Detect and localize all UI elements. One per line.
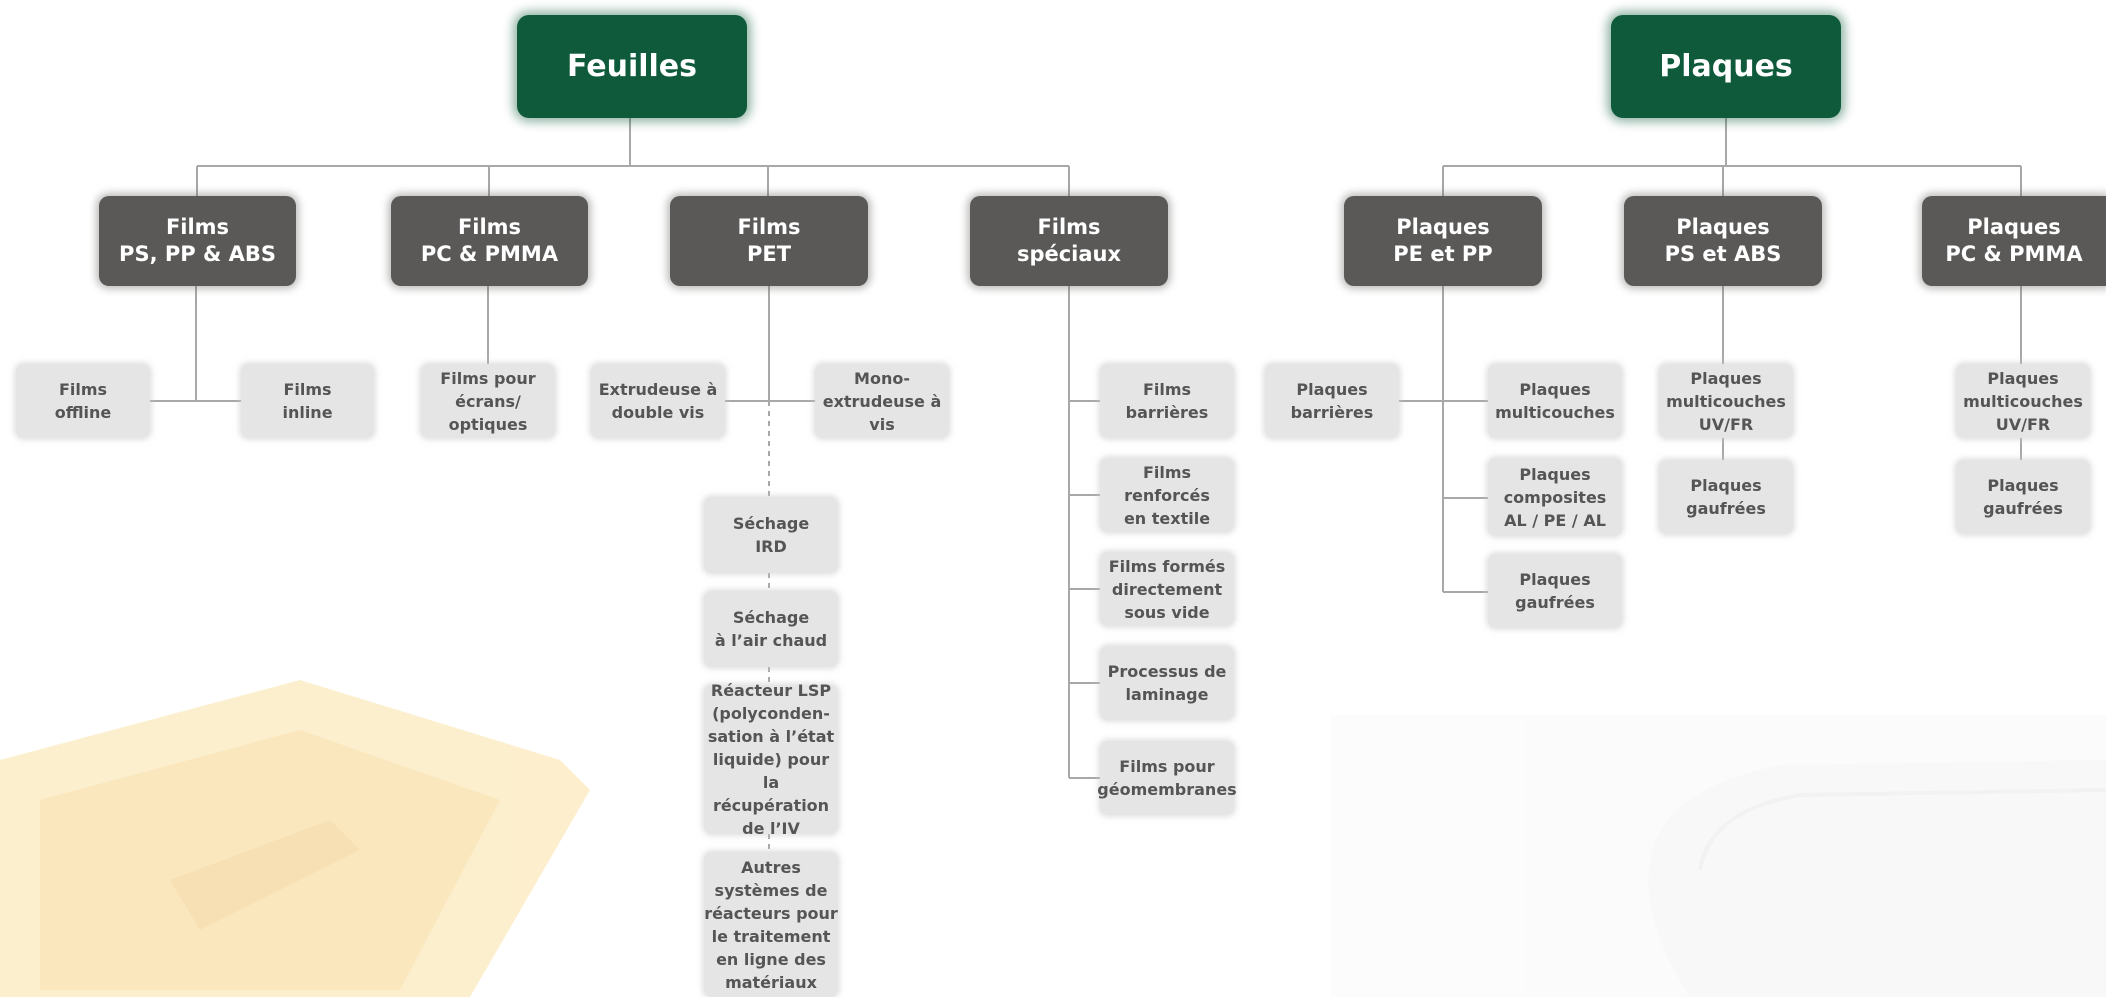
films-offline-node: Films offline xyxy=(16,364,150,438)
films-ecrans-optiques-node: Films pour écrans/ optiques xyxy=(421,364,555,438)
clear-container-image xyxy=(1330,715,2106,997)
processus-laminage-node: Processus de laminage xyxy=(1100,646,1234,720)
films-pet-node: Films PET xyxy=(670,196,868,286)
reacteur-lsp-node: Réacteur LSP (polyconden- sation à l’éta… xyxy=(704,681,838,838)
sechage-ird-node: Séchage IRD xyxy=(704,497,838,573)
films-inline-node: Films inline xyxy=(241,364,374,438)
plaques-pe-pp-node: Plaques PE et PP xyxy=(1344,196,1542,286)
plaques-root-node: Plaques xyxy=(1611,15,1841,118)
plaques-multicouches-node: Plaques multicouches xyxy=(1488,364,1622,438)
plaques-ps-abs-node: Plaques PS et ABS xyxy=(1624,196,1822,286)
films-pc-pmma-node: Films PC & PMMA xyxy=(391,196,588,286)
tray-image xyxy=(0,680,590,997)
plaques-multicouches-uv-ps-abs-node: Plaques multicouches UV/FR xyxy=(1659,364,1793,438)
films-renforces-textile-node: Films renforcés en textile xyxy=(1100,458,1234,532)
plaques-gaufrees-pe-pp-node: Plaques gaufrées xyxy=(1488,554,1622,628)
films-geomembranes-node: Films pour géomembranes xyxy=(1097,741,1237,815)
plaques-gaufrees-pc-pmma-node: Plaques gaufrées xyxy=(1956,460,2090,534)
plaques-barrieres-node: Plaques barrières xyxy=(1265,364,1399,438)
sechage-air-chaud-node: Séchage à l’air chaud xyxy=(704,591,838,667)
films-ps-pp-abs-node: Films PS, PP & ABS xyxy=(99,196,296,286)
mono-extrudeuse-node: Mono- extrudeuse à vis xyxy=(815,364,949,438)
plaques-multicouches-uv-pc-pmma-node: Plaques multicouches UV/FR xyxy=(1956,364,2090,438)
films-speciaux-node: Films spéciaux xyxy=(970,196,1168,286)
extrudeuse-double-vis-node: Extrudeuse à double vis xyxy=(591,364,725,438)
feuilles-root-node: Feuilles xyxy=(517,15,747,118)
plaques-pc-pmma-node: Plaques PC & PMMA xyxy=(1922,196,2106,286)
films-barrieres-node: Films barrières xyxy=(1100,364,1234,438)
films-formes-sous-vide-node: Films formés directement sous vide xyxy=(1100,552,1234,626)
autres-systemes-node: Autres systèmes de réacteurs pour le tra… xyxy=(704,852,838,997)
plaques-composites-node: Plaques composites AL / PE / AL xyxy=(1488,458,1622,536)
plaques-gaufrees-ps-abs-node: Plaques gaufrées xyxy=(1659,460,1793,534)
